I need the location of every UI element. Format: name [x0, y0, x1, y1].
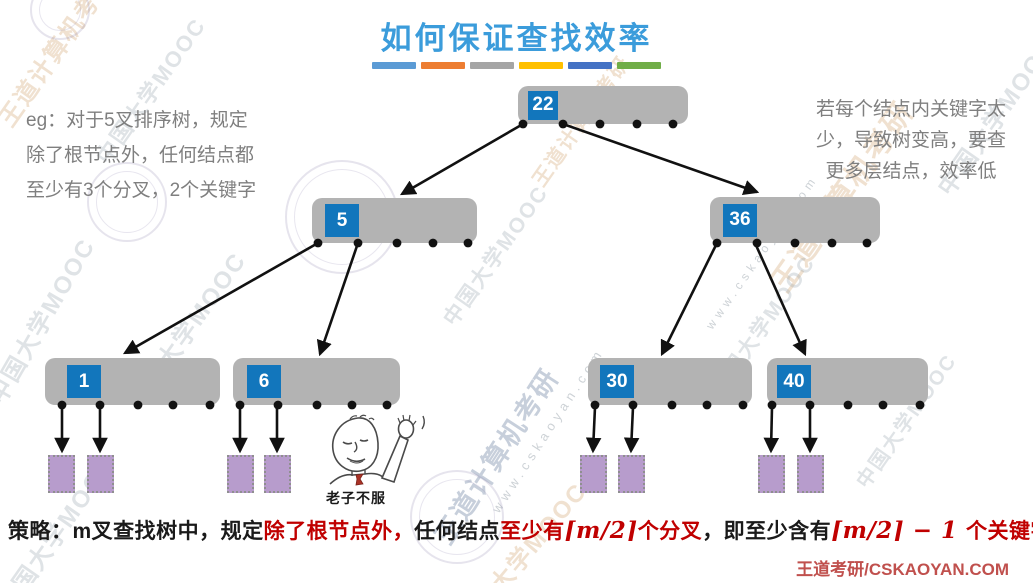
- strategy-segment: 任何结点: [414, 520, 501, 543]
- left-note-line: 至少有3个分叉，2个关键字: [26, 180, 257, 201]
- tree-node-36: 36: [710, 197, 880, 243]
- tree-node-6: 6: [233, 358, 400, 405]
- strategy-segment: 个关键字: [966, 520, 1033, 543]
- brand-footer: 王道考研/CSKAOYAN.COM: [796, 560, 1009, 579]
- strategy-segment: 策略：m叉查找树中，规定: [8, 520, 264, 543]
- divider-bar: [421, 62, 465, 69]
- node-key-value: 6: [247, 365, 281, 398]
- meme-sticker: 老子不服: [320, 412, 432, 508]
- leaf-block: [87, 455, 114, 493]
- left-note: eg：对于5叉排序树，规定 除了根节点外，任何结点都 至少有3个分叉，2个关键字: [26, 103, 256, 208]
- node-key-value: 40: [777, 365, 811, 398]
- meme-caption: 老子不服: [326, 490, 386, 506]
- node-key-value: 1: [67, 365, 101, 398]
- right-note: 若每个结点内关键字太 少，导致树变高，要查 更多层结点，效率低: [790, 94, 1032, 187]
- right-note-line: 若每个结点内关键字太: [815, 99, 1006, 120]
- divider-bar: [519, 62, 563, 69]
- divider-bar: [568, 62, 612, 69]
- node-key-value: 5: [325, 204, 359, 237]
- divider-bar: [372, 62, 416, 69]
- node-key-value: 36: [723, 203, 757, 237]
- title-divider: [0, 62, 1033, 69]
- leaf-block: [264, 455, 291, 493]
- strategy-line: 策略：m叉查找树中，规定除了根节点外，任何结点至少有⌈m/2⌉个分叉，即至少含有…: [8, 515, 1033, 545]
- page-title: 如何保证查找效率: [380, 21, 653, 56]
- left-note-line: eg：对于5叉排序树，规定: [26, 110, 248, 131]
- leaf-block: [797, 455, 824, 493]
- leaf-block: [227, 455, 254, 493]
- node-key-value: 22: [528, 90, 558, 120]
- strategy-segment: 个分叉: [637, 520, 703, 543]
- right-note-line: 更多层结点，效率低: [825, 161, 997, 182]
- right-note-line: 少，导致树变高，要查: [815, 130, 1006, 151]
- node-key-value: 30: [600, 365, 634, 398]
- strategy-segment: ，即至少含有: [702, 520, 832, 543]
- strategy-segment: 除了根节点外，: [263, 520, 415, 543]
- tree-node-40: 40: [767, 358, 928, 405]
- tree-node-30: 30: [588, 358, 752, 405]
- tree-node-1: 1: [45, 358, 220, 405]
- leaf-block: [48, 455, 75, 493]
- defiant-face-icon: [329, 414, 425, 486]
- strategy-segment: 至少有: [500, 520, 565, 543]
- strategy-segment: ⌈m/2⌉ − 1: [831, 517, 966, 544]
- left-note-line: 除了根节点外，任何结点都: [26, 145, 255, 166]
- tree-node-22: 22: [518, 86, 688, 124]
- divider-bar: [617, 62, 661, 69]
- leaf-block: [618, 455, 645, 493]
- divider-bar: [470, 62, 514, 69]
- leaf-block: [758, 455, 785, 493]
- leaf-block: [580, 455, 607, 493]
- tree-node-5: 5: [312, 198, 477, 243]
- strategy-segment: ⌈m/2⌉: [564, 517, 638, 544]
